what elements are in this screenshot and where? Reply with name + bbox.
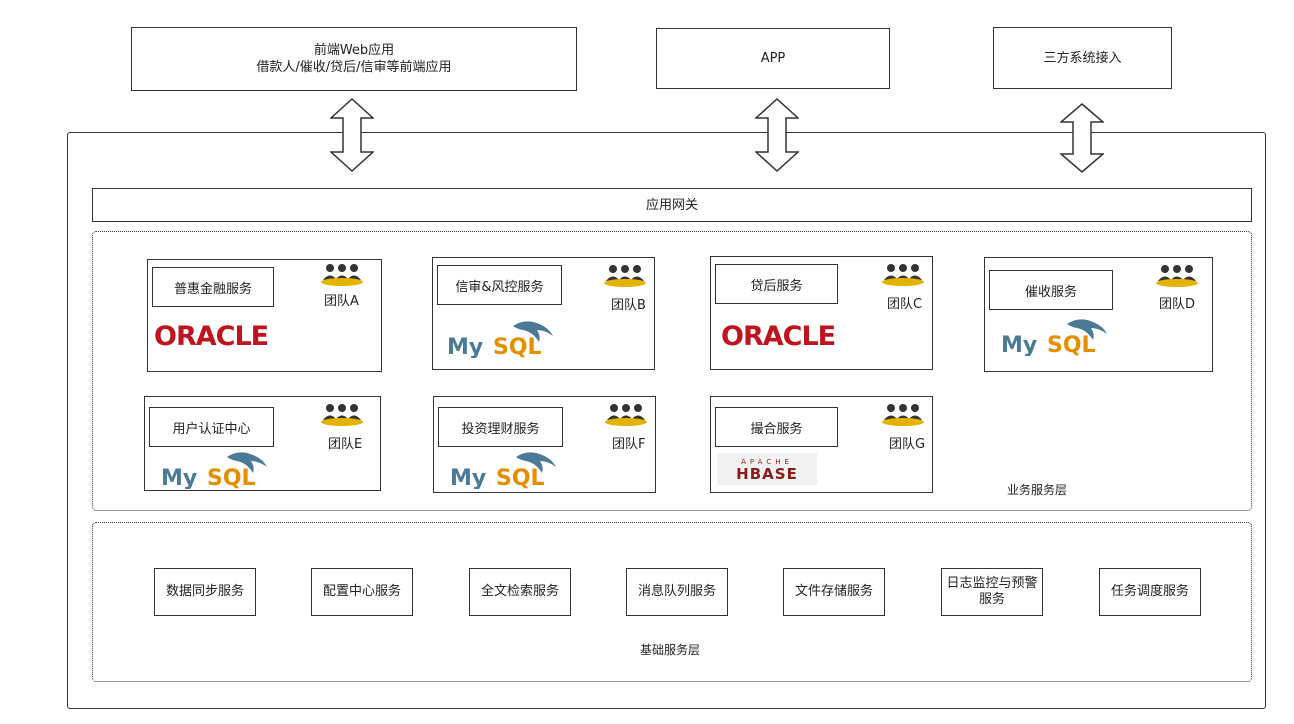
third-party-box: 三方系统接入 bbox=[993, 27, 1172, 89]
mysql-my-text: My bbox=[161, 466, 197, 489]
oracle-logo: ORACLE bbox=[721, 321, 836, 352]
service-card-f: 投资理财服务 团队F My SQL bbox=[433, 396, 656, 493]
service-name-d: 催收服务 bbox=[989, 270, 1113, 310]
oracle-logo: ORACLE bbox=[154, 321, 269, 352]
team-label-g: 团队G bbox=[889, 437, 926, 452]
base-service-data-sync: 数据同步服务 bbox=[154, 568, 256, 616]
mysql-logo: My SQL bbox=[447, 321, 553, 358]
service-card-g: 撮合服务 团队G APACHE HBASE bbox=[710, 396, 933, 493]
team-label-b: 团队B bbox=[611, 298, 646, 313]
gateway-label: 应用网关 bbox=[645, 197, 698, 213]
base-service-log-monitor: 日志监控与预警服务 bbox=[941, 568, 1043, 616]
team-icon bbox=[321, 404, 363, 426]
mysql-my-text: My bbox=[450, 466, 486, 489]
service-name-a: 普惠金融服务 bbox=[152, 267, 274, 307]
web-client-subtitle: 借款人/催收/贷后/信审等前端应用 bbox=[256, 60, 452, 75]
team-label-a: 团队A bbox=[324, 294, 359, 309]
base-layer bbox=[92, 522, 1252, 682]
gateway-bar: 应用网关 bbox=[92, 188, 1252, 222]
service-card-d: 催收服务 团队D My SQL bbox=[984, 257, 1213, 372]
service-name-b: 信审&风控服务 bbox=[437, 265, 562, 305]
service-name-e: 用户认证中心 bbox=[149, 407, 274, 447]
base-service-search: 全文检索服务 bbox=[469, 568, 571, 616]
third-party-label: 三方系统接入 bbox=[1043, 50, 1122, 66]
base-service-task-schedule: 任务调度服务 bbox=[1099, 568, 1201, 616]
hbase-logo: APACHE HBASE bbox=[717, 453, 817, 485]
team-icon bbox=[605, 404, 647, 426]
web-double-arrow bbox=[330, 98, 374, 172]
team-icon bbox=[882, 404, 924, 426]
base-layer-label: 基础服务层 bbox=[640, 643, 701, 657]
team-label-e: 团队E bbox=[328, 437, 363, 452]
team-icon bbox=[321, 264, 363, 286]
mysql-logo: My SQL bbox=[161, 452, 267, 489]
third-double-arrow bbox=[1060, 103, 1104, 173]
hbase-apache-text: APACHE bbox=[741, 458, 793, 466]
web-client-title: 前端Web应用 bbox=[313, 43, 395, 58]
service-card-e: 用户认证中心 团队E My SQL bbox=[144, 396, 381, 491]
team-label-f: 团队F bbox=[612, 437, 646, 452]
service-card-a: 普惠金融服务 团队A ORACLE bbox=[147, 259, 382, 372]
app-double-arrow bbox=[755, 98, 799, 172]
mysql-sql-text: SQL bbox=[493, 335, 542, 358]
team-label-c: 团队C bbox=[887, 297, 923, 312]
service-name-f: 投资理财服务 bbox=[438, 407, 563, 447]
base-service-config-center: 配置中心服务 bbox=[311, 568, 413, 616]
app-client-label: APP bbox=[760, 51, 786, 66]
base-service-file-storage: 文件存储服务 bbox=[783, 568, 885, 616]
base-service-message-queue: 消息队列服务 bbox=[626, 568, 728, 616]
mysql-my-text: My bbox=[447, 335, 483, 358]
service-name-c: 贷后服务 bbox=[715, 264, 838, 304]
service-card-b: 信审&风控服务 团队B My SQL bbox=[432, 257, 655, 370]
mysql-logo: My SQL bbox=[450, 452, 556, 489]
team-icon bbox=[1156, 265, 1198, 287]
mysql-logo: My SQL bbox=[1001, 319, 1107, 356]
team-icon bbox=[882, 264, 924, 286]
mysql-sql-text: SQL bbox=[1047, 333, 1096, 356]
mysql-my-text: My bbox=[1001, 333, 1037, 356]
app-client-box: APP bbox=[656, 28, 890, 89]
service-name-g: 撮合服务 bbox=[715, 407, 838, 447]
web-client-box: 前端Web应用 借款人/催收/贷后/信审等前端应用 bbox=[131, 27, 577, 91]
mysql-sql-text: SQL bbox=[496, 466, 545, 489]
service-card-c: 贷后服务 团队C ORACLE bbox=[710, 256, 933, 370]
team-label-d: 团队D bbox=[1159, 297, 1196, 312]
business-layer bbox=[92, 231, 1252, 511]
team-icon bbox=[604, 265, 646, 287]
business-layer-label: 业务服务层 bbox=[1007, 483, 1068, 497]
hbase-main-text: HBASE bbox=[736, 465, 798, 483]
platform-container bbox=[67, 132, 1266, 709]
mysql-sql-text: SQL bbox=[207, 466, 256, 489]
